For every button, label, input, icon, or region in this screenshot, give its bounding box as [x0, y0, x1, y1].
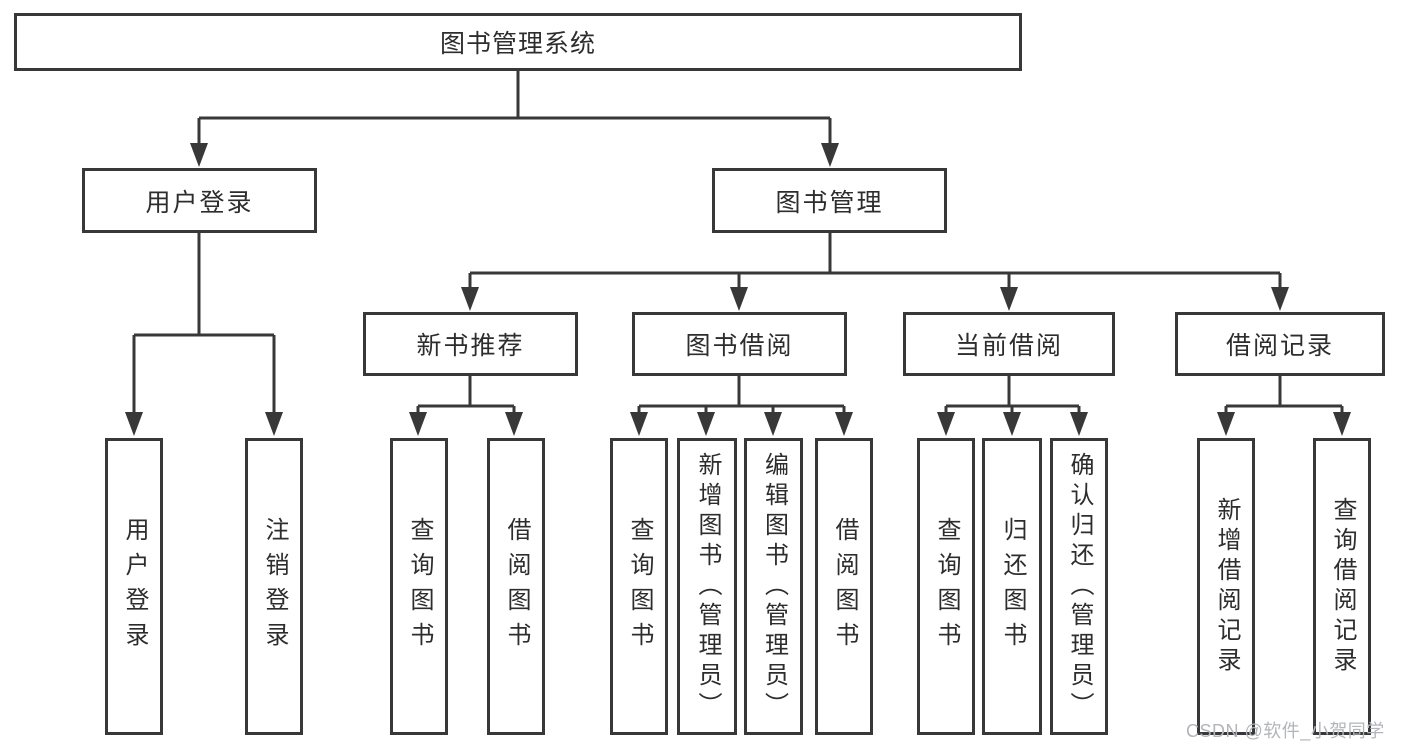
- leaf-borrow-books-label: 借阅图书: [831, 516, 858, 657]
- leaf-add-borrow-record: 新增借阅记录: [1197, 438, 1255, 735]
- leaf-edit-books-admin-label: 编辑图书（管理员）: [760, 451, 788, 722]
- node-borrow-record: 借阅记录: [1175, 312, 1385, 376]
- leaf-add-books-admin-label: 新增图书（管理员）: [694, 451, 721, 722]
- leaf-return-books: 归还图书: [982, 438, 1042, 735]
- node-root-system-label: 图书管理系统: [439, 30, 596, 58]
- leaf-edit-books-admin: 编辑图书（管理员）: [744, 438, 803, 735]
- leaf-user-login-label: 用户登录: [121, 516, 148, 657]
- leaf-logout-label: 注销登录: [261, 516, 288, 657]
- leaf-confirm-return-admin-label: 确认归还（管理员）: [1066, 451, 1093, 722]
- leaf-borrow-books-recommend-label: 借阅图书: [503, 516, 530, 657]
- node-new-book-recommend-label: 新书推荐: [416, 332, 525, 360]
- node-user-login-label: 用户登录: [145, 188, 254, 217]
- node-book-management: 图书管理: [712, 168, 947, 233]
- leaf-query-books-current: 查询图书: [917, 438, 975, 735]
- leaf-query-borrow-record-label: 查询借阅记录: [1329, 496, 1356, 677]
- leaf-user-login: 用户登录: [105, 438, 163, 735]
- leaf-query-books-recommend: 查询图书: [390, 438, 448, 735]
- node-root-system: 图书管理系统: [14, 13, 1022, 71]
- leaf-logout: 注销登录: [245, 438, 303, 735]
- leaf-add-books-admin: 新增图书（管理员）: [677, 438, 737, 735]
- node-book-management-label: 图书管理: [775, 188, 884, 217]
- leaf-query-borrow-record: 查询借阅记录: [1313, 438, 1371, 735]
- node-current-borrow: 当前借阅: [903, 312, 1115, 376]
- leaf-borrow-books: 借阅图书: [815, 438, 873, 735]
- node-new-book-recommend: 新书推荐: [363, 312, 578, 376]
- leaf-query-books-current-label: 查询图书: [933, 516, 960, 657]
- leaf-confirm-return-admin: 确认归还（管理员）: [1050, 438, 1108, 735]
- node-book-borrow-label: 图书借阅: [685, 332, 794, 360]
- leaf-add-borrow-record-label: 新增借阅记录: [1213, 496, 1240, 677]
- leaf-query-books-borrow: 查询图书: [610, 438, 668, 735]
- leaf-return-books-label: 归还图书: [999, 516, 1026, 657]
- node-borrow-record-label: 借阅记录: [1225, 332, 1334, 360]
- leaf-query-books-recommend-label: 查询图书: [406, 516, 433, 657]
- leaf-borrow-books-recommend: 借阅图书: [487, 438, 545, 735]
- node-user-login: 用户登录: [82, 168, 317, 233]
- watermark: CSDN @软件_小贺同学: [1186, 721, 1385, 741]
- node-book-borrow: 图书借阅: [632, 312, 847, 376]
- leaf-query-books-borrow-label: 查询图书: [626, 516, 653, 657]
- node-current-borrow-label: 当前借阅: [954, 332, 1063, 360]
